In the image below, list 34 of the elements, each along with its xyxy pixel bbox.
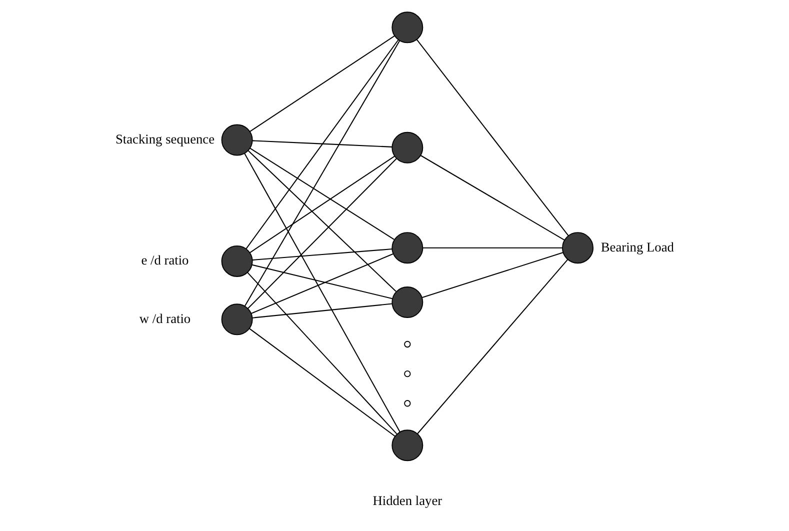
node-circle — [220, 304, 252, 336]
connector — [422, 247, 562, 248]
node-label: Bearing Load — [600, 239, 674, 254]
connector — [247, 150, 396, 292]
label: Hidden layer — [372, 493, 442, 508]
node-circle — [220, 245, 252, 277]
node-circle — [391, 132, 423, 164]
connector — [252, 140, 392, 148]
node-circle — [562, 232, 593, 264]
connector — [249, 36, 394, 132]
connector — [248, 328, 395, 437]
node-circle — [391, 12, 423, 44]
node-label: w /d ratio — [138, 310, 190, 326]
connector — [252, 303, 392, 318]
connector — [420, 155, 564, 240]
connector — [244, 40, 400, 306]
connector — [249, 148, 394, 240]
connector — [247, 158, 396, 309]
connector — [422, 252, 563, 298]
connector — [245, 39, 398, 249]
connector — [416, 39, 568, 236]
connector — [252, 264, 392, 300]
connector — [249, 156, 394, 254]
connector — [244, 153, 400, 432]
node-circle — [391, 430, 423, 462]
node-label: Stacking sequence — [114, 132, 214, 147]
node-label: e /d ratio — [140, 252, 188, 268]
connector — [246, 272, 397, 434]
connector — [252, 248, 392, 261]
connector — [416, 259, 568, 434]
node-circle — [391, 232, 423, 264]
node-circle — [220, 124, 252, 156]
connector — [250, 253, 393, 314]
node-circle — [391, 286, 423, 318]
